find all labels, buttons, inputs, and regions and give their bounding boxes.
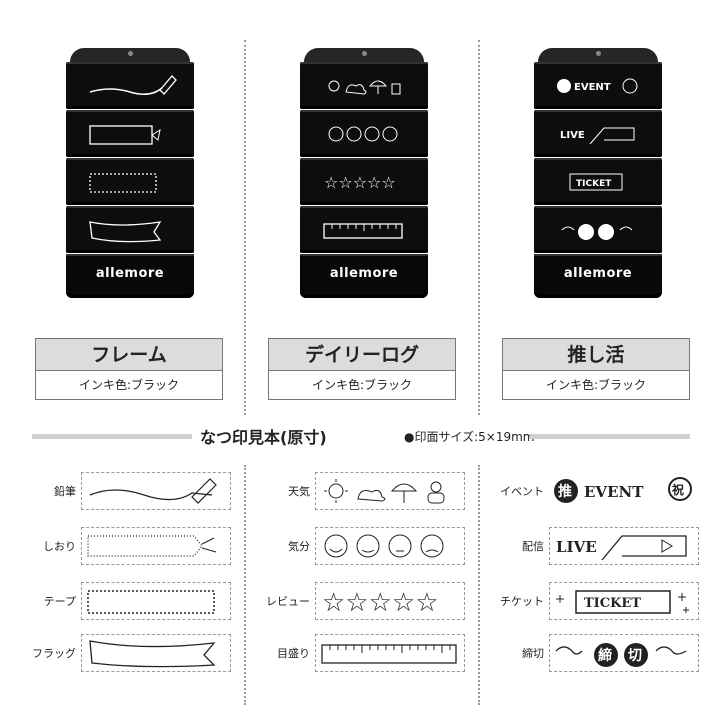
sample-row-weather: 天気 xyxy=(258,472,473,510)
sample-imprint xyxy=(315,472,465,510)
svg-text:EVENT: EVENT xyxy=(574,82,611,93)
stamp-segment-event: EVENT xyxy=(534,62,662,109)
brand-logo: allemore xyxy=(95,266,165,281)
stamp-segment-bookmark xyxy=(66,110,194,157)
stamp-product-oshi: EVENT LIVE TICKET allemore xyxy=(534,48,662,298)
svg-text:☆☆☆☆☆: ☆☆☆☆☆ xyxy=(324,173,396,192)
sample-imprint xyxy=(81,634,231,672)
sample-imprint: ☆☆☆☆☆ xyxy=(315,582,465,620)
product-title: デイリーログ xyxy=(269,339,455,371)
sample-label: 配信 xyxy=(522,540,544,553)
product-label-daily: デイリーログ インキ色:ブラック xyxy=(268,338,456,400)
product-label-frame: フレーム インキ色:ブラック xyxy=(35,338,223,400)
sample-imprint xyxy=(81,527,231,565)
sample-imprint: LIVE xyxy=(549,527,699,565)
column-divider xyxy=(244,465,246,705)
sample-row-live: 配信 LIVE xyxy=(492,527,707,565)
stamp-segment-weather xyxy=(300,62,428,109)
event-text: EVENT xyxy=(584,483,644,501)
product-ink: インキ色:ブラック xyxy=(311,378,413,392)
sample-label: 締切 xyxy=(522,647,544,660)
svg-text:TICKET: TICKET xyxy=(576,179,612,189)
svg-text:LIVE: LIVE xyxy=(560,130,585,141)
sample-label: 鉛筆 xyxy=(54,485,76,498)
stamp-cap xyxy=(304,48,424,62)
sample-label: しおり xyxy=(43,540,76,553)
sample-label: レビュー xyxy=(266,595,310,608)
sample-row-tape: テープ xyxy=(24,582,239,620)
seal-glyph: 祝 xyxy=(672,482,684,497)
brand-logo: allemore xyxy=(563,266,633,281)
stamp-segment-live: LIVE xyxy=(534,110,662,157)
live-text: LIVE xyxy=(556,538,597,556)
sample-imprint xyxy=(81,472,231,510)
product-title: フレーム xyxy=(36,339,222,371)
sample-row-flag: フラッグ xyxy=(24,634,239,672)
section-bar-right xyxy=(530,434,690,439)
stamp-cap xyxy=(70,48,190,62)
ticket-text: TICKET xyxy=(584,596,641,611)
stamp-segment-pencil xyxy=(66,62,194,109)
sample-row-bookmark: しおり xyxy=(24,527,239,565)
product-title: 推し活 xyxy=(503,339,689,371)
stamp-product-daily: ☆☆☆☆☆ allemore xyxy=(300,48,428,298)
kiri-glyph: 切 xyxy=(628,648,642,664)
section-title: なつ印見本(原寸) xyxy=(200,428,327,447)
sample-imprint: 推 EVENT 祝 xyxy=(549,472,699,510)
stamp-segment-mood xyxy=(300,110,428,157)
stamp-base: allemore xyxy=(534,254,662,298)
column-divider xyxy=(478,40,480,415)
oshi-glyph: 推 xyxy=(558,483,572,500)
sample-row-event: イベント 推 EVENT 祝 xyxy=(492,472,707,510)
sample-imprint: 締切 xyxy=(549,634,699,672)
stamp-segment-flag xyxy=(66,206,194,253)
stamp-segment-review: ☆☆☆☆☆ xyxy=(300,158,428,205)
shime-glyph: 締 xyxy=(598,647,612,664)
sample-imprint xyxy=(315,527,465,565)
sample-imprint xyxy=(81,582,231,620)
stamp-cap xyxy=(538,48,658,62)
stamp-segment-tape xyxy=(66,158,194,205)
product-ink: インキ色:ブラック xyxy=(545,378,647,392)
sample-label: 天気 xyxy=(288,485,310,498)
sample-row-ticket: チケット TICKET xyxy=(492,582,707,620)
svg-text:☆☆☆☆☆: ☆☆☆☆☆ xyxy=(322,588,439,617)
sample-label: 気分 xyxy=(288,540,310,553)
sample-label: フラッグ xyxy=(32,647,76,660)
sample-row-deadline: 締切 締切 xyxy=(492,634,707,672)
sample-label: 目盛り xyxy=(277,647,310,660)
column-divider xyxy=(244,40,246,415)
sample-label: テープ xyxy=(43,595,76,608)
section-subtitle: ●印面サイズ:5×19mm xyxy=(404,430,535,444)
sample-row-pencil: 鉛筆 xyxy=(24,472,239,510)
sample-row-mood: 気分 xyxy=(258,527,473,565)
sample-imprint xyxy=(315,634,465,672)
column-divider xyxy=(478,465,480,705)
sample-row-review: レビュー ☆☆☆☆☆ xyxy=(258,582,473,620)
section-bar-left xyxy=(32,434,192,439)
sample-row-ruler: 目盛り xyxy=(258,634,473,672)
sample-label: チケット xyxy=(500,595,544,608)
stamp-segment-ruler xyxy=(300,206,428,253)
product-label-oshi: 推し活 インキ色:ブラック xyxy=(502,338,690,400)
stamp-base: allemore xyxy=(300,254,428,298)
stamp-product-frame: allemore xyxy=(66,48,194,298)
brand-logo: allemore xyxy=(329,266,399,281)
sample-imprint: TICKET xyxy=(549,582,699,620)
stamp-base: allemore xyxy=(66,254,194,298)
product-ink: インキ色:ブラック xyxy=(78,378,180,392)
stamp-segment-ticket: TICKET xyxy=(534,158,662,205)
section-header: なつ印見本(原寸) ●印面サイズ:5×19mm xyxy=(32,424,690,447)
sample-label: イベント xyxy=(500,485,544,498)
stamp-segment-deadline xyxy=(534,206,662,253)
